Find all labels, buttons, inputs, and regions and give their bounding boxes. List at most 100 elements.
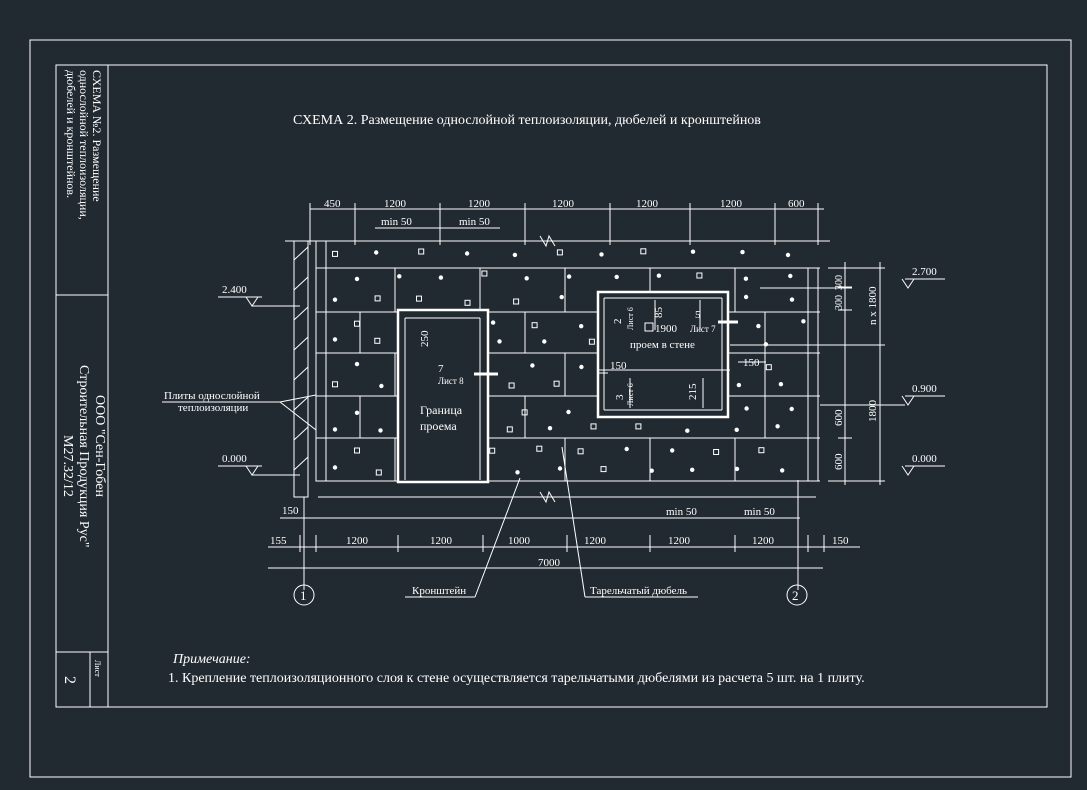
bracket-square	[418, 248, 425, 255]
bracket-square	[354, 320, 360, 327]
note-heading: Примечание:	[172, 652, 251, 667]
bottom-dim-4: 1000	[508, 535, 531, 547]
top-dim-4: 1200	[552, 198, 575, 210]
dowel-dot	[515, 470, 520, 475]
dowel-dot	[788, 273, 793, 279]
bracket-square	[481, 270, 488, 277]
top-dim-5: 1200	[636, 198, 659, 210]
dowel-dot	[374, 250, 379, 255]
bracket-square	[640, 248, 647, 255]
dowel-dot	[743, 276, 749, 281]
level-right-3: 0.000	[912, 453, 937, 465]
bracket-square	[765, 364, 772, 371]
total-dim: 7000	[538, 557, 561, 569]
dowel-dot	[438, 275, 444, 280]
doc-title-line-3: дюбелей и кронштейнов.	[64, 70, 78, 198]
top-dim-2: 1200	[384, 198, 407, 210]
bracket-square	[416, 295, 422, 302]
bracket-square	[506, 426, 513, 433]
dowel-dot	[464, 251, 470, 256]
dowel-dot	[490, 320, 496, 325]
doc-title-line-1: СХЕМА №2. Размещение	[90, 70, 104, 202]
dowel-dot	[354, 361, 360, 367]
win-sheet-6b: Лист 6	[626, 383, 635, 406]
top-dim-3: 1200	[468, 198, 491, 210]
dowel-dot	[685, 428, 690, 433]
bottom-dim-3: 1200	[430, 535, 453, 547]
company-line-3: М27.32/12	[60, 435, 75, 497]
note-text: 1. Крепление теплоизоляционного слоя к с…	[168, 671, 865, 686]
bottom-dim-2: 1200	[346, 535, 369, 547]
axis-label-2: 2	[792, 588, 799, 603]
door-mark-7: 7	[438, 363, 444, 375]
sheet-label: Лист	[93, 660, 102, 677]
wall-section	[293, 240, 819, 498]
bottom-min-1: min 50	[666, 506, 697, 518]
door-dim-250: 250	[419, 330, 431, 347]
label-plates-2: теплоизоляции	[178, 402, 248, 414]
door-label-2: проема	[420, 419, 457, 433]
dowel-dot	[775, 424, 780, 429]
dowel-dot	[801, 319, 806, 324]
dowel-dot	[332, 297, 338, 302]
window-opening	[596, 290, 738, 419]
sheet-number: 2	[61, 676, 78, 684]
dowel-dot	[354, 410, 360, 415]
bottom-dim-5: 1200	[584, 535, 607, 547]
dowel-dot	[497, 339, 502, 344]
label-plates-1: Плиты однослойной	[164, 390, 260, 402]
dowel-dot	[397, 274, 402, 279]
win-label: проем в стене	[630, 339, 695, 351]
top-min-2: min 50	[459, 216, 490, 228]
dowel-dot	[599, 252, 604, 257]
dowel-dot	[557, 466, 563, 471]
dowel-dot	[579, 324, 584, 329]
top-dim-7: 600	[788, 198, 805, 210]
bracket-square	[531, 322, 538, 329]
page-title: СХЕМА 2. Размещение однослойной теплоизо…	[293, 113, 761, 128]
dowel-dot	[332, 465, 338, 470]
dowel-dot	[778, 382, 784, 387]
win-dim-1900: 1900	[655, 323, 678, 335]
bracket-square	[354, 447, 360, 454]
bracket-square	[635, 423, 642, 430]
win-mark-5: 5	[695, 309, 701, 321]
door-opening	[396, 308, 498, 484]
bottom-min-2: min 50	[744, 506, 775, 518]
bracket-square	[521, 409, 528, 416]
level-left-2: 0.000	[222, 453, 247, 465]
bracket-square	[536, 445, 543, 452]
bracket-square	[696, 272, 703, 279]
dowel-dot	[690, 249, 696, 254]
dowel-dot	[670, 448, 675, 453]
win-dim-85: 85	[653, 307, 665, 319]
dowel-dot	[530, 363, 535, 368]
win-sheet-6a: Лист 6	[626, 307, 635, 330]
bracket-square	[556, 249, 563, 256]
level-marks	[218, 278, 945, 476]
bracket-square	[513, 298, 520, 305]
win-dim-150-left: 150	[610, 360, 627, 372]
bracket-square	[553, 380, 560, 387]
dowel-dot	[524, 276, 529, 281]
dowel-dot	[378, 428, 383, 433]
right-dimensions	[730, 262, 885, 485]
outer-frame	[29, 39, 1072, 778]
dowel-dot	[789, 406, 794, 412]
right-dim-300b: 300	[834, 295, 845, 310]
side-doc-title: СХЕМА №2. Размещение однослойной теплоиз…	[64, 70, 104, 220]
bracket-square	[374, 337, 381, 344]
bottom-dim-7: 1200	[752, 535, 775, 547]
bottom-dim-6: 1200	[668, 535, 691, 547]
dowel-dot	[624, 446, 629, 452]
bracket-square	[374, 295, 381, 302]
bottom-dim-1: 155	[270, 535, 287, 547]
side-company: ООО "Сен-Гобен Строительная Продукция Ру…	[60, 365, 107, 548]
left-offset-dim: 150	[282, 505, 299, 517]
axis-marker-2	[786, 584, 808, 606]
dowel-dot	[614, 274, 619, 280]
dowel-dot	[744, 406, 749, 411]
bracket-square	[588, 338, 595, 345]
dowel-dot	[566, 409, 571, 415]
bracket-square	[508, 382, 515, 389]
